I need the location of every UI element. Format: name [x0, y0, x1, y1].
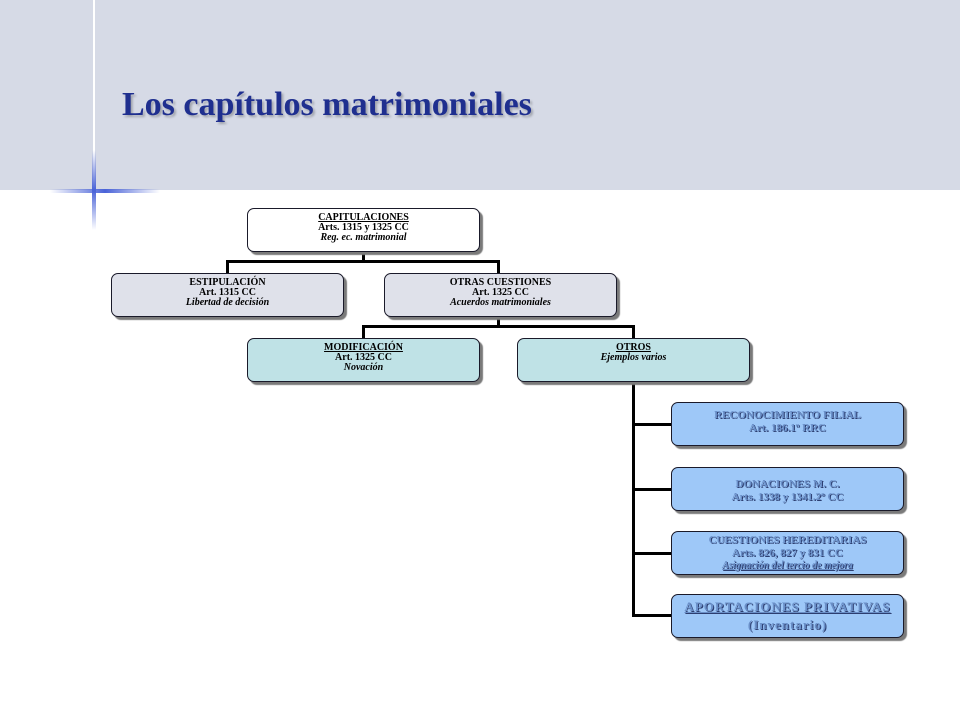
node-capitulaciones-title: CAPITULACIONES [318, 212, 409, 223]
node-capitulaciones-article: Arts. 1315 y 1325 CC [318, 222, 409, 233]
connector [632, 488, 672, 491]
connector [632, 382, 635, 617]
node-otros: OTROS Ejemplos varios [517, 338, 750, 382]
decorative-cross-horizontal [50, 189, 160, 193]
node-reconocimiento-article: Art. 186.1º RRC [749, 422, 826, 434]
node-modificacion: MODIFICACIÓN Art. 1325 CC Novación [247, 338, 480, 382]
page-title: Los capítulos matrimoniales [122, 86, 532, 123]
connector [497, 317, 500, 327]
node-capitulaciones-subtitle: Reg. ec. matrimonial [320, 232, 407, 243]
node-donaciones-article: Arts. 1338 y 1341.2º CC [731, 491, 844, 503]
decorative-horizontal-line [0, 190, 960, 193]
connector [226, 260, 500, 263]
node-otras-cuestiones-title: OTRAS CUESTIONES [449, 277, 552, 288]
node-aportaciones-subtitle: (Inventario) [747, 617, 828, 632]
node-capitulaciones: CAPITULACIONES Arts. 1315 y 1325 CC Reg.… [247, 208, 480, 252]
node-reconocimiento: RECONOCIMIENTO FILIAL Art. 186.1º RRC [671, 402, 904, 446]
node-reconocimiento-title: RECONOCIMIENTO FILIAL [714, 409, 861, 421]
connector [362, 325, 365, 339]
node-donaciones-title: DONACIONES M. C. [735, 478, 840, 490]
connector [362, 252, 365, 261]
connector [497, 260, 500, 274]
node-modificacion-subtitle: Novación [343, 362, 384, 373]
node-modificacion-article: Art. 1325 CC [335, 352, 392, 363]
node-donaciones: DONACIONES M. C. Arts. 1338 y 1341.2º CC [671, 467, 904, 511]
node-otros-title: OTROS [615, 342, 651, 353]
connector [632, 423, 672, 426]
node-modificacion-title: MODIFICACIÓN [324, 342, 403, 353]
connector [362, 325, 635, 328]
node-estipulacion-title: ESTIPULACIÓN [189, 277, 266, 288]
node-hereditarias: CUESTIONES HEREDITARIAS Arts. 826, 827 y… [671, 531, 904, 575]
connector [632, 614, 672, 617]
node-otras-cuestiones: OTRAS CUESTIONES Art. 1325 CC Acuerdos m… [384, 273, 617, 317]
node-hereditarias-article: Arts. 826, 827 y 831 CC [732, 547, 843, 559]
node-estipulacion: ESTIPULACIÓN Art. 1315 CC Libertad de de… [111, 273, 344, 317]
node-otras-cuestiones-subtitle: Acuerdos matrimoniales [450, 297, 551, 308]
node-otros-subtitle: Ejemplos varios [600, 352, 667, 363]
node-estipulacion-article: Art. 1315 CC [199, 287, 256, 298]
node-otras-cuestiones-article: Art. 1325 CC [472, 287, 529, 298]
node-hereditarias-subtitle: Asignación del tercio de mejora [722, 560, 853, 571]
header-band [0, 0, 960, 192]
connector [632, 552, 672, 555]
connector [632, 325, 635, 339]
node-aportaciones: APORTACIONES PRIVATIVAS (Inventario) [671, 594, 904, 638]
node-aportaciones-title: APORTACIONES PRIVATIVAS [684, 599, 891, 614]
node-estipulacion-subtitle: Libertad de decisión [185, 297, 270, 308]
decorative-vertical-line [93, 0, 95, 720]
node-hereditarias-title: CUESTIONES HEREDITARIAS [708, 534, 867, 546]
connector [226, 260, 229, 274]
